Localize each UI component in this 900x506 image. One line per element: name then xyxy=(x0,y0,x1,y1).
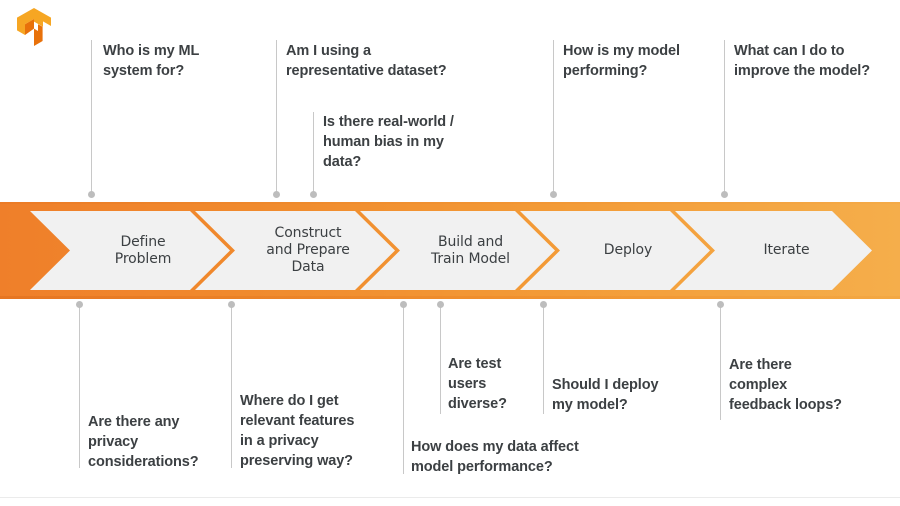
connector-dot xyxy=(88,191,95,198)
connector-dot xyxy=(228,301,235,308)
question-above-5: What can I do to improve the model? xyxy=(734,43,870,79)
pipeline-stage-label: Deploy xyxy=(603,242,653,258)
connector-dot xyxy=(273,191,280,198)
pipeline-stage-build-and-train-model[interactable]: Build and Train Model xyxy=(360,211,555,290)
question-below-5: Should I deploy my model? xyxy=(552,377,659,413)
connector-dot xyxy=(550,191,557,198)
connector-line-bottom-5 xyxy=(540,301,547,414)
connector-line-top-2 xyxy=(273,40,280,198)
question-below-1: Are there any privacy considerations? xyxy=(88,414,199,470)
connector-dot xyxy=(540,301,547,308)
connector-line-bottom-6 xyxy=(717,301,724,420)
connector-dot xyxy=(721,191,728,198)
question-below-4: Are test users diverse? xyxy=(448,356,507,412)
question-above-2: Am I using a representative dataset? xyxy=(286,43,447,79)
connector-dot xyxy=(717,301,724,308)
connector-line-top-5 xyxy=(721,40,728,198)
banner-top-edge xyxy=(0,202,900,204)
question-below-6: Are there complex feedback loops? xyxy=(729,357,842,413)
connector-line-bottom-3 xyxy=(400,301,407,474)
connector-line-bottom-2 xyxy=(228,301,235,468)
pipeline-stage-label: Define Problem xyxy=(114,233,172,267)
connector-dot xyxy=(400,301,407,308)
question-above-1: Who is my ML system for? xyxy=(103,43,200,79)
connector-line-bottom-4 xyxy=(437,301,444,414)
pipeline-stage-label: Construct and Prepare Data xyxy=(266,225,350,275)
connector-dot xyxy=(437,301,444,308)
pipeline-stage-define-problem[interactable]: Define Problem xyxy=(30,211,230,290)
connector-dot xyxy=(76,301,83,308)
question-below-2: Where do I get relevant features in a pr… xyxy=(240,393,355,469)
question-above-4: How is my model performing? xyxy=(563,43,680,79)
question-above-3: Is there real-world / human bias in my d… xyxy=(323,114,454,170)
tensorflow-logo-icon xyxy=(14,6,54,48)
question-below-3: How does my data affect model performanc… xyxy=(411,439,579,475)
connector-line-top-4 xyxy=(550,40,557,198)
pipeline-stage-label: Iterate xyxy=(763,242,810,258)
connector-line-top-1 xyxy=(88,40,95,198)
bottom-divider xyxy=(0,497,900,498)
connector-line-top-3 xyxy=(310,112,317,198)
banner-bottom-edge xyxy=(0,296,900,299)
connector-line-bottom-1 xyxy=(76,301,83,468)
pipeline-stage-label: Build and Train Model xyxy=(431,233,510,267)
pipeline-banner: Define Problem Construct and Prepare Dat… xyxy=(0,202,900,299)
connector-dot xyxy=(310,191,317,198)
